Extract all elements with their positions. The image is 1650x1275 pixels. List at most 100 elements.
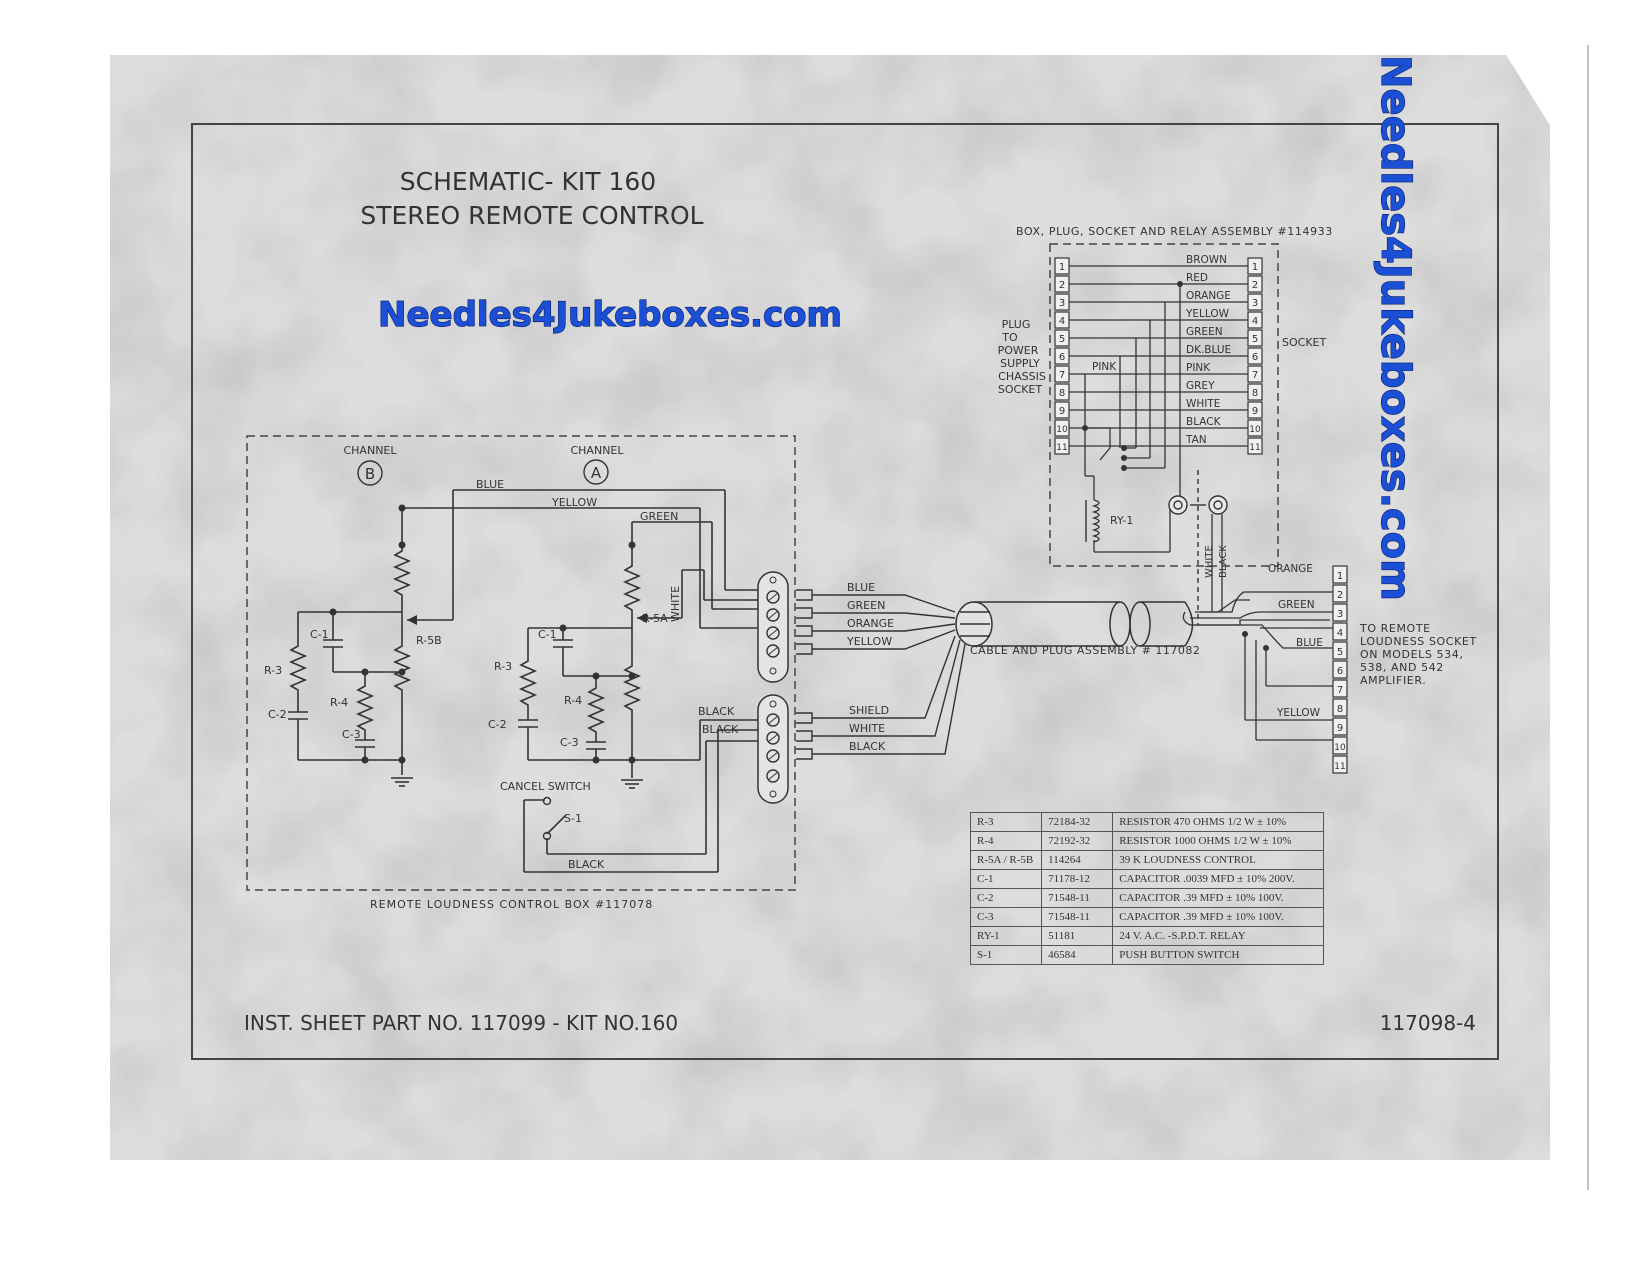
plug-pin-7: 7 xyxy=(1059,370,1065,381)
socket-pin-11: 11 xyxy=(1249,443,1260,453)
amp-pin-8: 8 xyxy=(1337,704,1343,715)
wire-white: WHITE xyxy=(1186,398,1220,410)
title-line-1: SCHEMATIC- KIT 160 xyxy=(400,167,656,196)
parts-number: 72184-32 xyxy=(1041,812,1114,832)
cable-wires xyxy=(796,589,966,760)
socket-pin-3: 3 xyxy=(1252,298,1258,309)
folded-corner xyxy=(1500,45,1590,190)
parts-description: CAPACITOR .39 MFD ± 10% 100V. xyxy=(1112,888,1324,908)
wire-pink: PINK xyxy=(1186,362,1211,374)
label-r5a: R-5A xyxy=(642,612,668,625)
parts-description: CAPACITOR .39 MFD ± 10% 100V. xyxy=(1112,907,1324,927)
amp-pin-3: 3 xyxy=(1337,609,1343,620)
parts-ref: C-3 xyxy=(969,907,1043,927)
channel-a-symbol xyxy=(583,459,609,485)
parts-ref: S-1 xyxy=(969,945,1043,965)
parts-description: RESISTOR 470 OHMS 1/2 W ± 10% xyxy=(1112,812,1324,832)
paper-texture xyxy=(110,55,1550,1160)
wire-dk-blue: DK.BLUE xyxy=(1186,344,1231,356)
amp-pin-1: 1 xyxy=(1337,571,1343,582)
channel-a-label: CHANNEL xyxy=(570,444,624,457)
amp-pin-2: 2 xyxy=(1337,590,1343,601)
parts-number: 72192-32 xyxy=(1041,831,1114,851)
plug-pin-column xyxy=(1054,257,1070,455)
parts-number: 71548-11 xyxy=(1041,907,1114,927)
channel-b-label: CHANNEL xyxy=(343,444,397,457)
plug-pin-10: 10 xyxy=(1056,425,1068,435)
cable-label-green: GREEN xyxy=(847,599,885,612)
amplifier-socket-numbers: 1 2 3 4 5 6 7 8 9 10 11 xyxy=(1334,571,1346,772)
cancel-switch-circuit xyxy=(523,729,760,873)
cable-label-white: WHITE xyxy=(849,722,885,735)
parts-description: 24 V. A.C. -S.P.D.T. RELAY xyxy=(1112,926,1324,946)
wire-yellow: YELLOW xyxy=(1185,308,1230,320)
title-line-2: STEREO REMOTE CONTROL xyxy=(360,201,703,230)
remote-socket-label: TO REMOTE LOUDNESS SOCKET ON MODELS 534,… xyxy=(1359,622,1477,687)
socket-pin-numbers: 1 2 3 4 5 6 7 8 9 10 11 xyxy=(1249,262,1261,453)
amplifier-socket-pins xyxy=(1332,565,1348,774)
parts-number: 71178-12 xyxy=(1041,869,1114,889)
socket-pin-6: 6 xyxy=(1252,352,1258,363)
wire-black: BLACK xyxy=(1186,416,1222,428)
socket-pin-4: 4 xyxy=(1252,316,1258,327)
parts-ref: R-4 xyxy=(969,831,1043,851)
plug-pin-2: 2 xyxy=(1059,280,1065,291)
label-r4-a: R-4 xyxy=(564,694,582,707)
parts-number: 46584 xyxy=(1041,945,1114,965)
relay-assembly-outline xyxy=(1049,243,1279,567)
wire-color-labels: BROWN RED ORANGE YELLOW GREEN DK.BLUE PI… xyxy=(1185,254,1231,446)
switch-contact-upper xyxy=(542,796,552,806)
plug-label-block: PLUG TO POWER SUPPLY CHASSIS SOCKET xyxy=(998,318,1046,396)
plug-pin-9: 9 xyxy=(1059,406,1065,417)
relay-coil xyxy=(1085,499,1100,543)
control-box-label: REMOTE LOUDNESS CONTROL BOX #117078 xyxy=(370,898,653,911)
socket-pin-2: 2 xyxy=(1252,280,1258,291)
parts-description: 39 K LOUDNESS CONTROL xyxy=(1112,850,1324,870)
wire-orange: ORANGE xyxy=(1186,290,1231,302)
wire-label-blue-top: BLUE xyxy=(476,478,504,491)
channel-b-circuit xyxy=(288,489,760,775)
socket-pin-8: 8 xyxy=(1252,388,1258,399)
parts-number: 51181 xyxy=(1041,926,1114,946)
cable-assembly-label: CABLE AND PLUG ASSEMBLY # 117082 xyxy=(970,644,1200,657)
wire-label-black-1: BLACK xyxy=(698,705,735,718)
wire-label-black-3: BLACK xyxy=(568,858,605,871)
pink-wire-label: PINK xyxy=(1092,361,1117,373)
socket-wires xyxy=(1069,265,1248,447)
amp-pin-11: 11 xyxy=(1334,762,1345,772)
plug-label-3: POWER xyxy=(998,344,1039,357)
label-c1-b: C-1 xyxy=(310,628,329,641)
amp-pin-10: 10 xyxy=(1334,743,1346,753)
wire-label-yellow-top: YELLOW xyxy=(551,496,597,509)
amp-pin-7: 7 xyxy=(1337,685,1343,696)
wire-label-green-top: GREEN xyxy=(640,510,678,523)
right-wire-green: GREEN xyxy=(1278,599,1315,611)
label-r5b: R-5B xyxy=(416,634,442,647)
instruction-sheet-label: INST. SHEET PART NO. 117099 - KIT NO.160 xyxy=(244,1011,678,1035)
socket-pin-1: 1 xyxy=(1252,262,1258,273)
amp-pin-5: 5 xyxy=(1337,647,1343,658)
cable-label-black: BLACK xyxy=(849,740,886,753)
label-r4-b: R-4 xyxy=(330,696,348,709)
relay-label: RY-1 xyxy=(1110,514,1133,527)
parts-ref: C-2 xyxy=(969,888,1043,908)
phono-jacks xyxy=(1168,470,1228,625)
remote-label-2: LOUDNESS SOCKET xyxy=(1360,635,1477,648)
label-c1-a: C-1 xyxy=(538,628,557,641)
wire-label-white-top: WHITE xyxy=(669,586,682,622)
parts-ref: C-1 xyxy=(969,869,1043,889)
parts-ref: R-5A / R-5B xyxy=(969,850,1043,870)
terminal-strip-upper xyxy=(757,571,789,683)
cancel-switch-label: CANCEL SWITCH xyxy=(500,780,591,793)
parts-ref: RY-1 xyxy=(969,926,1043,946)
wire-grey: GREY xyxy=(1186,380,1215,392)
label-c3-a: C-3 xyxy=(560,736,579,749)
remote-label-3: ON MODELS 534, xyxy=(1360,648,1463,661)
